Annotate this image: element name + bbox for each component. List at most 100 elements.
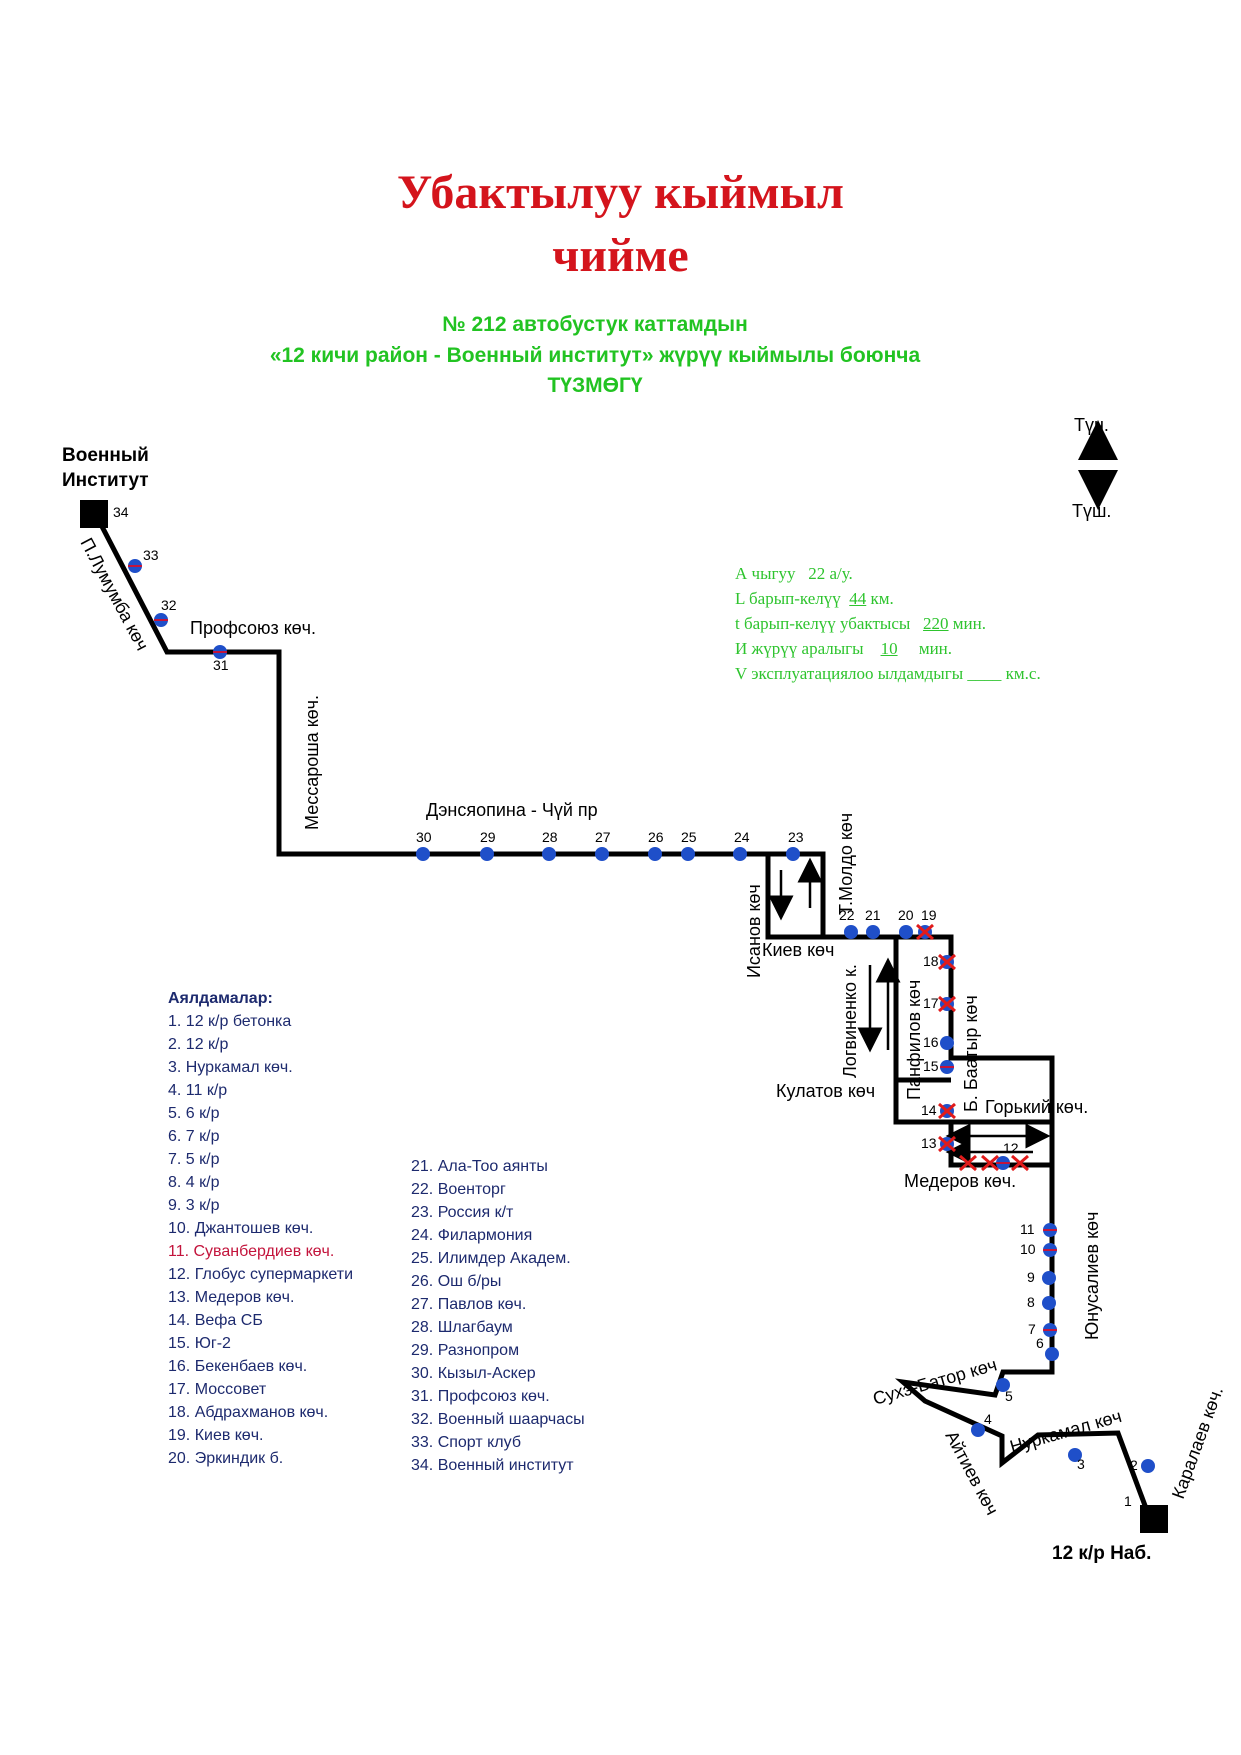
bus-stop-number: 26 bbox=[648, 829, 664, 845]
bus-stop-marker bbox=[595, 847, 609, 861]
bus-stop-marker bbox=[1042, 1296, 1056, 1310]
bus-stop-number: 8 bbox=[1027, 1294, 1035, 1310]
legend-item: 20. Эркиндик б. bbox=[168, 1450, 284, 1467]
bus-stop-marker bbox=[940, 1036, 954, 1050]
legend-item: 34. Военный институт bbox=[411, 1457, 574, 1474]
legend-item: 23. Россия к/т bbox=[411, 1204, 514, 1221]
street-gorkiy: Горький көч. bbox=[985, 1097, 1088, 1117]
street-profsoyuz: Профсоюз көч. bbox=[190, 618, 316, 638]
street-aitiev: Айтиев көч bbox=[941, 1427, 1002, 1518]
legend-item: 15. Юг-2 bbox=[168, 1335, 231, 1352]
bus-stop-marker bbox=[1045, 1347, 1059, 1361]
bus-stop-marker bbox=[899, 925, 913, 939]
bus-stop-marker bbox=[416, 847, 430, 861]
legend-item: 24. Филармония bbox=[411, 1227, 533, 1244]
legend-item: 4. 11 к/р bbox=[168, 1082, 228, 1099]
legend-item: 3. Нуркамал көч. bbox=[168, 1059, 293, 1076]
legend-item: 28. Шлагбаум bbox=[411, 1319, 513, 1336]
legend-item: 31. Профсоюз көч. bbox=[411, 1388, 550, 1405]
page-title-line1: Убактылуу кыймыл bbox=[397, 166, 844, 219]
route-line-panfilov bbox=[893, 1080, 951, 1125]
bus-stop-number: 9 bbox=[1027, 1269, 1035, 1285]
bus-stop-number: 13 bbox=[921, 1135, 937, 1151]
bus-stop-number: 23 bbox=[788, 829, 804, 845]
bus-stop-marker bbox=[542, 847, 556, 861]
bus-stop-number: 31 bbox=[213, 657, 229, 673]
bus-stop-marker bbox=[1141, 1459, 1155, 1473]
start-label-line1: Военный bbox=[62, 445, 149, 466]
bus-stop-number: 17 bbox=[923, 995, 939, 1011]
street-kulatov: Кулатов көч bbox=[776, 1081, 875, 1101]
legend-item: 6. 7 к/р bbox=[168, 1128, 220, 1145]
bus-stop-number: 12 bbox=[1003, 1140, 1019, 1156]
bus-stop-number: 15 bbox=[923, 1058, 939, 1074]
street-logvinenko: Логвиненко к. bbox=[840, 964, 860, 1078]
bus-stop-marker bbox=[1068, 1448, 1082, 1462]
page-title-line2: чийме bbox=[552, 229, 689, 282]
closed-stop-mark bbox=[1011, 1154, 1029, 1172]
bus-stop-marker bbox=[786, 847, 800, 861]
legend-item: 16. Бекенбаев көч. bbox=[168, 1358, 308, 1375]
legend-item: 5. 6 к/р bbox=[168, 1105, 220, 1122]
bus-stop-number: 29 bbox=[480, 829, 496, 845]
bus-stop-marker bbox=[971, 1423, 985, 1437]
legend-item: 2. 12 к/р bbox=[168, 1036, 229, 1053]
legend-item: 21. Ала-Тоо аянты bbox=[411, 1158, 548, 1175]
compass-south-label: Түш. bbox=[1072, 501, 1111, 521]
param-a: А чыгуу 22 а/у. bbox=[735, 564, 853, 583]
street-densyaopina: Дэнсяопина - Чүй пр bbox=[426, 800, 598, 820]
route-line bbox=[92, 511, 1153, 1520]
bus-stop-number: 21 bbox=[865, 907, 881, 923]
stop-legend-col1: Аялдамалар: 1. 12 к/р бетонка 2. 12 к/р … bbox=[168, 987, 353, 1470]
bus-stop-number: 34 bbox=[113, 504, 129, 520]
bus-stop-number: 5 bbox=[1005, 1388, 1013, 1404]
street-yunusaliev: Юнусалиев көч bbox=[1082, 1212, 1102, 1340]
param-t: t барып-келүү убактысы 220 мин. bbox=[735, 614, 986, 633]
bus-stop-number: 20 bbox=[898, 907, 914, 923]
bus-stop-number: 19 bbox=[921, 907, 937, 923]
bus-stop-marker bbox=[480, 847, 494, 861]
legend-item: 33. Спорт клуб bbox=[411, 1434, 521, 1451]
bus-stop-number: 27 bbox=[595, 829, 611, 845]
bus-stop-marker bbox=[866, 925, 880, 939]
bus-stop-number: 10 bbox=[1020, 1241, 1036, 1257]
legend-item: 32. Военный шаарчасы bbox=[411, 1411, 585, 1428]
bus-stop-number: 16 bbox=[923, 1034, 939, 1050]
bus-stop-number: 3 bbox=[1077, 1456, 1085, 1472]
bus-stop-number: 14 bbox=[921, 1102, 937, 1118]
legend-item: 11. Суванбердиев көч. bbox=[168, 1243, 335, 1260]
start-label-line2: Институт bbox=[62, 470, 149, 491]
legend-item: 18. Абдрахманов көч. bbox=[168, 1404, 329, 1421]
legend-item: 17. Моссовет bbox=[168, 1381, 267, 1398]
bus-stop-marker bbox=[1042, 1271, 1056, 1285]
legend-item: 7. 5 к/р bbox=[168, 1151, 220, 1168]
route-parameters: А чыгуу 22 а/у. L барып-келүү 44 км. t б… bbox=[735, 561, 1041, 686]
end-label: 12 к/р Наб. bbox=[1052, 1543, 1151, 1564]
street-karalaev: Каралаев көч. bbox=[1168, 1384, 1227, 1502]
street-messarosha: Мессарошa көч. bbox=[302, 695, 322, 830]
bus-stop-number: 1 bbox=[1124, 1493, 1132, 1509]
legend-item: 30. Кызыл-Аскер bbox=[411, 1365, 536, 1382]
terminal-12-mkr bbox=[1140, 1505, 1168, 1533]
street-moldo: Т.Молдо көч bbox=[836, 813, 856, 915]
compass-north-label: Түн. bbox=[1074, 415, 1109, 435]
param-v: V эксплуатациялоо ылдамдыгы ____ км.с. bbox=[735, 664, 1041, 683]
closed-stop-mark bbox=[938, 953, 956, 971]
closed-stop-mark bbox=[938, 1102, 956, 1120]
bus-stop-number: 22 bbox=[839, 907, 855, 923]
closed-stop-mark bbox=[938, 995, 956, 1013]
closed-stop-mark bbox=[981, 1154, 999, 1172]
bus-stop-number: 24 bbox=[734, 829, 750, 845]
bus-stop-number: 28 bbox=[542, 829, 558, 845]
bus-stop-marker bbox=[648, 847, 662, 861]
closed-stop-mark bbox=[916, 923, 934, 941]
legend-item: 1. 12 к/р бетонка bbox=[168, 1013, 292, 1030]
street-sukhe: Сухэ-Батор көч bbox=[871, 1354, 999, 1408]
param-l: L барып-келүү 44 км. bbox=[735, 589, 894, 608]
bus-stop-number: 25 bbox=[681, 829, 697, 845]
closed-stop-mark bbox=[938, 1135, 956, 1153]
bus-stop-marker bbox=[844, 925, 858, 939]
bus-stop-number: 4 bbox=[984, 1411, 992, 1427]
route-line-isanov bbox=[765, 854, 823, 940]
